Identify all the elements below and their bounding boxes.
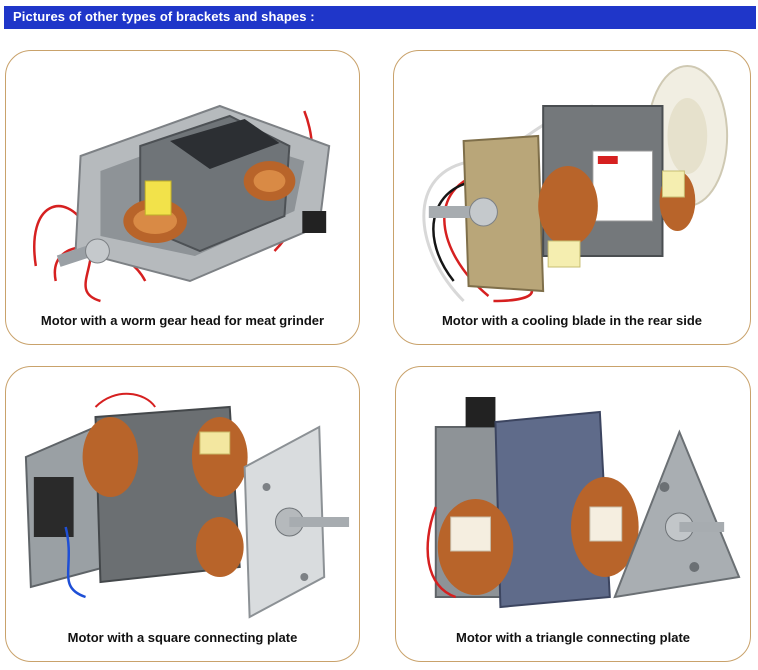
motor-triangle-plate-photo	[396, 367, 750, 622]
motor-square-plate-photo	[6, 367, 359, 622]
product-card-square-plate: Motor with a square connecting plate	[5, 366, 360, 662]
section-header-bar: Pictures of other types of brackets and …	[4, 6, 756, 29]
motor-worm-gear-photo	[6, 51, 359, 306]
product-caption: Motor with a square connecting plate	[67, 630, 298, 645]
product-caption: Motor with a cooling blade in the rear s…	[441, 313, 703, 328]
motor-cooling-blade-photo	[394, 51, 750, 306]
product-card-cooling-blade: Motor with a cooling blade in the rear s…	[393, 50, 751, 345]
section-title: Pictures of other types of brackets and …	[13, 9, 315, 24]
product-card-triangle-plate: Motor with a triangle connecting plate	[395, 366, 751, 662]
product-card-worm-gear: Motor with a worm gear head for meat gri…	[5, 50, 360, 345]
product-caption: Motor with a triangle connecting plate	[455, 630, 690, 645]
product-caption: Motor with a worm gear head for meat gri…	[40, 313, 325, 328]
